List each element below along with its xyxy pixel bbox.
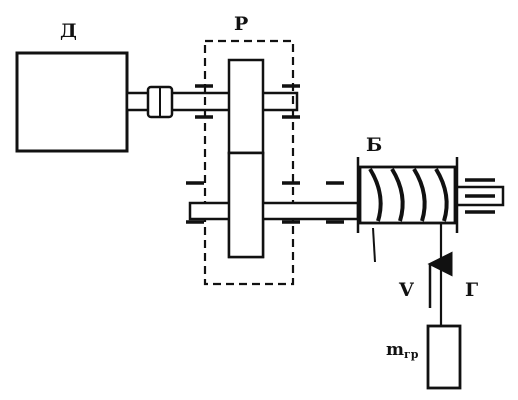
lower-shaft-bearings <box>186 181 344 224</box>
motor-label: Д <box>60 20 77 42</box>
drum-label: Б <box>366 134 382 156</box>
drum <box>356 157 459 233</box>
reducer-label: Р <box>234 13 248 35</box>
driven-gear-front <box>227 151 265 259</box>
pinion-gear <box>227 58 265 155</box>
mass-label: mгр <box>386 340 419 361</box>
drum-tick <box>372 227 376 263</box>
motor-box <box>15 51 129 153</box>
velocity-label: V <box>398 279 415 301</box>
drum-right-bearings <box>465 178 495 214</box>
mass-subscript: гр <box>404 348 419 361</box>
rope-windings <box>368 167 449 222</box>
reducer-housing <box>203 39 295 286</box>
rope-label: Г <box>465 279 478 301</box>
upper-shaft-bearings <box>195 84 300 119</box>
load-mass <box>426 324 462 390</box>
output-shaft <box>188 201 360 221</box>
mass-symbol: m <box>386 340 404 360</box>
